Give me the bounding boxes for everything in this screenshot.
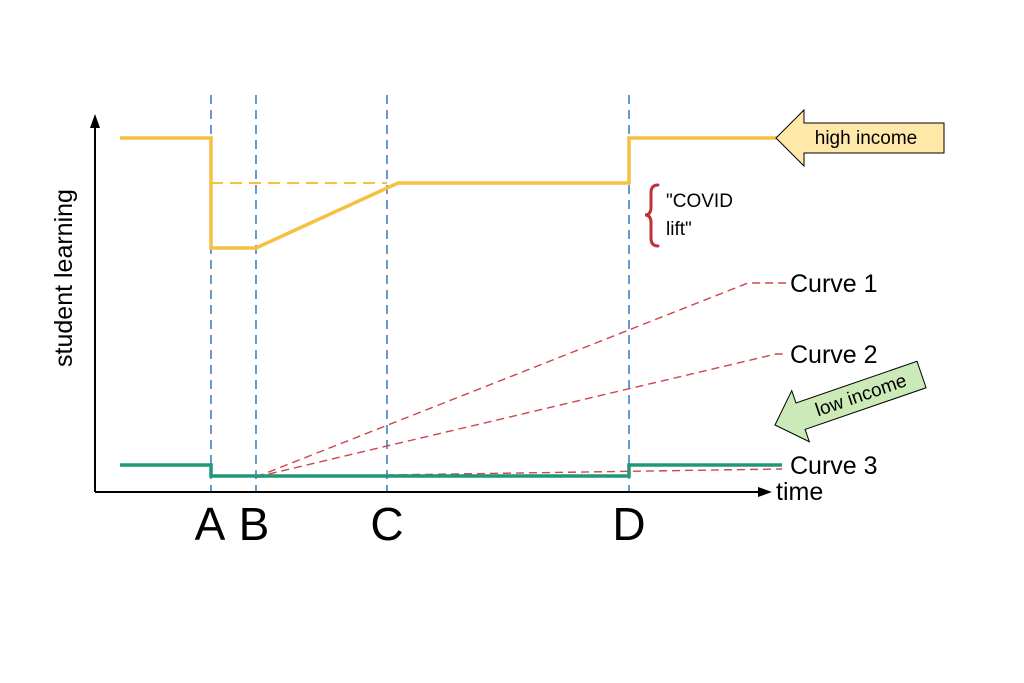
covid-lift-brace bbox=[644, 183, 660, 248]
y-axis-arrowhead bbox=[90, 114, 100, 128]
curve-2-line bbox=[255, 353, 786, 478]
x-axis-label: time bbox=[776, 478, 823, 506]
curve-3-label: Curve 3 bbox=[790, 452, 878, 480]
projection-curves bbox=[255, 282, 786, 478]
curve-1-line bbox=[255, 282, 786, 478]
high-income-arrow-shape bbox=[775, 108, 945, 168]
covid-lift-line-1: "COVID bbox=[666, 191, 733, 212]
guide-lines bbox=[210, 95, 630, 492]
curve-3-line bbox=[255, 468, 783, 478]
low-income-line bbox=[120, 463, 782, 478]
covid-lift-line-2: lift" bbox=[666, 219, 692, 240]
time-label-a: A bbox=[195, 498, 226, 550]
curve-2-label: Curve 2 bbox=[790, 341, 878, 369]
time-label-b: B bbox=[239, 498, 270, 550]
axes bbox=[94, 122, 762, 493]
time-label-d: D bbox=[612, 498, 645, 550]
y-axis-label: student learning bbox=[50, 189, 78, 367]
curve-1-label: Curve 1 bbox=[790, 270, 878, 298]
low-income-arrow-shape bbox=[774, 360, 927, 443]
high-income-line bbox=[120, 136, 778, 250]
x-axis-arrowhead bbox=[758, 487, 772, 497]
high-income-label: high income bbox=[815, 128, 917, 149]
high-income-arrow: high income bbox=[775, 108, 945, 168]
time-label-c: C bbox=[370, 498, 403, 550]
